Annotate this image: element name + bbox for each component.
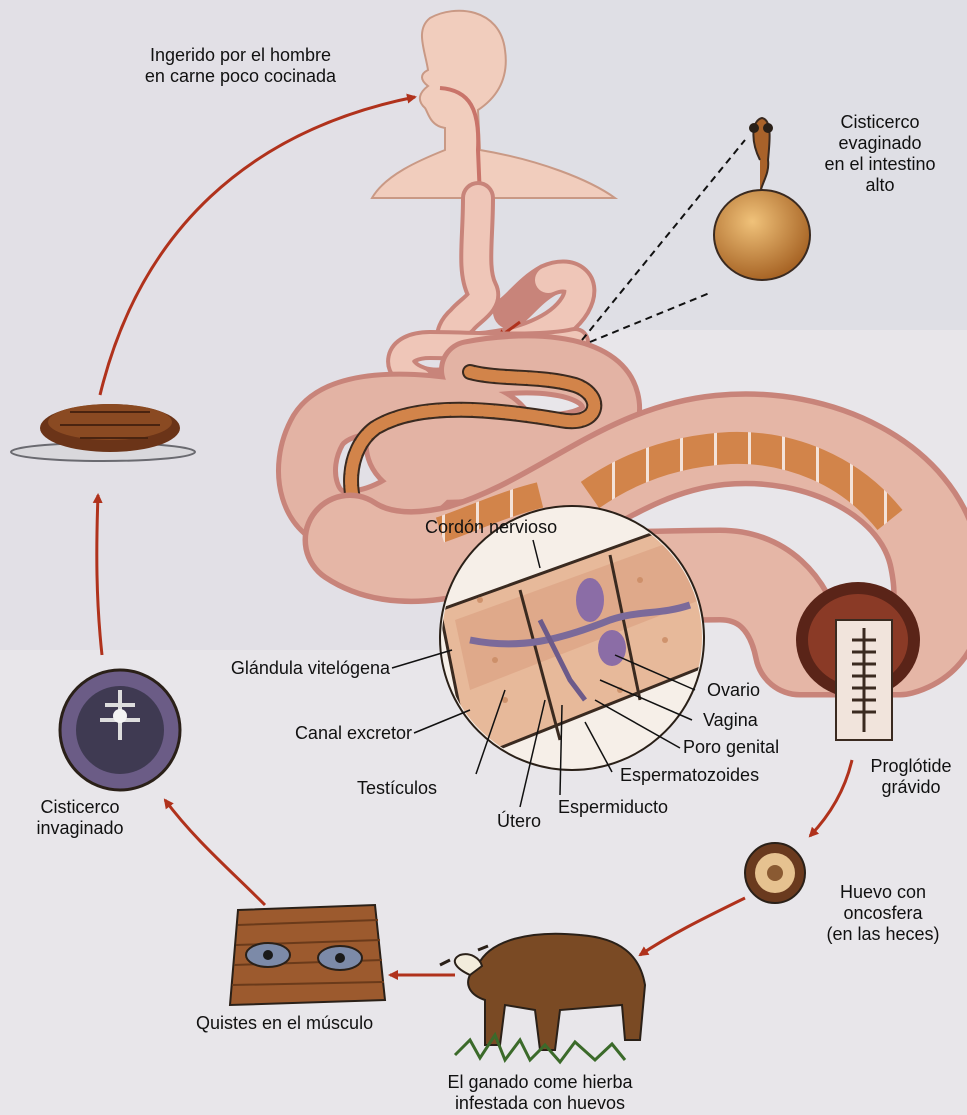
label-sperm-duct: Espermiducto — [558, 797, 668, 818]
label-vitelline-gland: Glándula vitelógena — [200, 658, 390, 679]
label-spermatozoa: Espermatozoides — [620, 765, 759, 786]
label-gravid-proglottid: Proglótide grávido — [855, 756, 967, 798]
label-vagina: Vagina — [703, 710, 758, 731]
label-nerve-cord: Cordón nervioso — [425, 517, 557, 538]
label-uterus: Útero — [497, 811, 541, 832]
muscle-cysts — [230, 905, 385, 1005]
label-muscle-cysts: Quistes en el músculo — [196, 1013, 373, 1034]
label-invaginated-cysticercus: Cisticerco invaginado — [25, 797, 135, 839]
label-excretory-canal: Canal excretor — [260, 723, 412, 744]
label-egg: Huevo con oncosfera (en las heces) — [808, 882, 958, 945]
label-testes: Testículos — [357, 778, 437, 799]
invaginated-cysticercus — [60, 670, 180, 790]
egg-oncosphere — [745, 843, 805, 903]
label-everted-cysticercus: Cisticerco evaginado en el intestino alt… — [800, 112, 960, 196]
label-ingested: Ingerido por el hombre en carne poco coc… — [118, 45, 363, 87]
label-genital-pore: Poro genital — [683, 737, 779, 758]
label-ovary: Ovario — [707, 680, 760, 701]
label-cattle: El ganado come hierba infestada con huev… — [410, 1072, 670, 1114]
